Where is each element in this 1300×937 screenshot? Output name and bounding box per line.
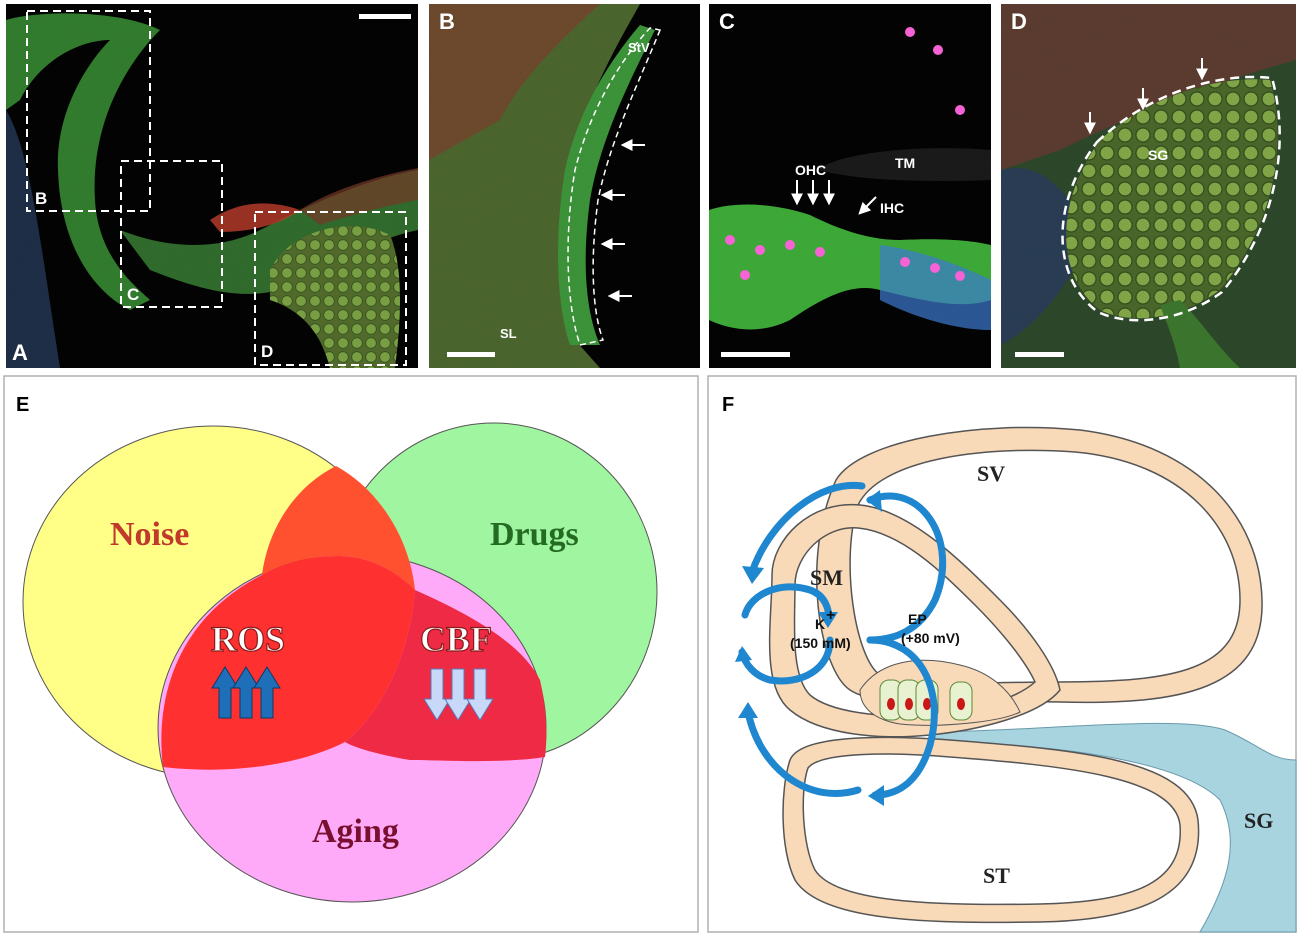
panel-f-scala-media-wall (768, 503, 1061, 738)
panel-a-box-b (26, 10, 151, 212)
panel-c-tm-label: TM (895, 155, 915, 171)
panel-f-st-label: ST (983, 863, 1010, 888)
aging-label: Aging (312, 813, 399, 850)
panel-f-sm-label: SM (810, 565, 843, 590)
panel-f-nucleus (923, 698, 931, 710)
panel-f-flow-arrow (866, 492, 947, 644)
panel-f-ep-value: (+80 mV) (901, 630, 960, 646)
panel-f-flow-arrow (738, 636, 834, 685)
panel-f-ion-symbol: K (815, 616, 825, 632)
panel-f-nucleus (887, 698, 895, 710)
panel-b-grain (429, 4, 700, 368)
panel-c-ihc-label: IHC (880, 200, 904, 216)
panel-f-nucleus (957, 698, 965, 710)
drugs-label: Drugs (490, 516, 579, 553)
panel-d-scale-bar (1015, 352, 1064, 357)
noise-drugs-overlap (262, 466, 415, 590)
panel-a-box-c-label: C (127, 285, 139, 304)
panel-a-box-b-label: B (35, 189, 47, 208)
panel-f-flow-arrow (741, 583, 832, 624)
panel-f-spiral-ganglion (934, 722, 1297, 933)
panel-a-box-c (120, 160, 223, 308)
cbf-down-arrow (466, 668, 494, 721)
panel-f-sv-label: SV (977, 461, 1005, 486)
ros-up-arrow (211, 666, 239, 719)
panel-f-letter: F (722, 394, 734, 416)
cbf-label: CBF (420, 619, 492, 659)
ros-up-arrow (232, 666, 260, 719)
panel-a-letter: A (12, 340, 28, 365)
panel-a-box-d-label: D (261, 342, 273, 361)
panel-c-grain (709, 4, 991, 368)
panel-f-flow-arrow (742, 566, 764, 584)
panel-d-grain (1001, 4, 1296, 368)
panel-d: SG D (1001, 4, 1296, 368)
panel-e: E Noise Drugs Aging ROS CBF (3, 375, 699, 933)
panel-f-nucleus (905, 698, 913, 710)
ros-label: ROS (211, 619, 285, 659)
panel-f-scala-tympani-wall (782, 736, 1200, 924)
panel-f-flow-arrow (866, 636, 938, 799)
panel-f: F SV SM ST SG (707, 375, 1297, 933)
panel-b-scale-bar (447, 352, 495, 357)
panel-f-flow-arrow (868, 785, 884, 806)
drugs-aging-overlap (345, 590, 547, 762)
panel-b-sl-label: SL (500, 326, 517, 341)
ros-up-arrow (253, 666, 281, 719)
panel-f-flow-arrow (748, 481, 866, 576)
cbf-down-arrow (444, 668, 472, 721)
panel-f-ion-concentration: (150 mM) (790, 635, 851, 651)
panel-c: OHC TM IHC C (709, 4, 991, 368)
panel-a: B C D A (6, 4, 418, 368)
panel-f-flow-arrow (738, 702, 758, 718)
panel-b: StV SL B (429, 4, 700, 368)
panel-a-grain (6, 4, 418, 368)
cbf-down-arrow (423, 668, 451, 721)
panel-f-sg-label: SG (1244, 808, 1273, 833)
panel-c-scale-bar (721, 352, 790, 357)
panel-d-sg-outline (1061, 75, 1281, 322)
noise-label: Noise (110, 516, 189, 553)
panel-b-stv-label: StV (628, 40, 650, 55)
panel-f-flow-arrow (735, 646, 752, 662)
panel-b-stv-outline (567, 27, 662, 346)
panel-f-flow-arrow (866, 490, 882, 512)
panel-d-letter: D (1011, 9, 1027, 34)
panel-f-ion-charge: + (826, 607, 835, 624)
panel-b-letter: B (439, 9, 455, 34)
panel-d-sg-label: SG (1148, 147, 1168, 163)
panel-a-scale-bar (359, 14, 411, 19)
panel-f-ep-label: EP (908, 611, 927, 627)
panel-c-letter: C (719, 9, 735, 34)
panel-f-flow-arrow (818, 612, 838, 628)
panel-c-ohc-label: OHC (795, 162, 826, 178)
panel-c-ihc-arrow (858, 196, 877, 215)
panel-e-letter: E (16, 394, 29, 416)
panel-a-box-d (254, 211, 407, 366)
panel-f-flow-arrow (744, 708, 862, 797)
